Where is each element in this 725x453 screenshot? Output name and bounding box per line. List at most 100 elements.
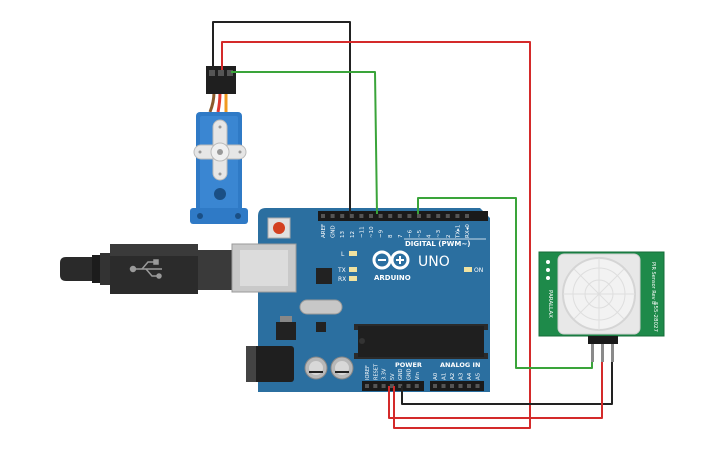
pin-label: GND (407, 368, 413, 380)
power-jack (246, 346, 294, 382)
usb-symbol-icon (129, 259, 162, 279)
pir-right-bottom: 555-28027 (652, 302, 658, 332)
analog-header (430, 381, 484, 391)
digital-pin-7[interactable] (388, 214, 393, 218)
pir-sensor[interactable]: PARALLAX PIR Sensor Rev B 555-28027 (538, 251, 665, 362)
pin-label: ~9 (379, 229, 385, 238)
crystal (299, 299, 343, 315)
power-pin-0[interactable] (365, 384, 369, 388)
digital-pin-15[interactable] (465, 214, 469, 218)
pin-label: 7 (398, 234, 404, 238)
servo-ground-wire[interactable] (212, 21, 351, 214)
brand-label: ARDUINO (374, 274, 411, 282)
digital-pin-4[interactable] (359, 214, 364, 218)
pin-label: AREF (321, 224, 327, 238)
pin-label: 8 (388, 234, 394, 238)
analog-label: ANALOG IN (440, 361, 480, 369)
digital-pin-1[interactable] (330, 214, 335, 218)
digital-pin-2[interactable] (340, 214, 345, 218)
led-rx-label: RX (338, 276, 346, 283)
digital-pin-14[interactable] (455, 214, 460, 218)
servo-motor[interactable] (190, 66, 248, 224)
pir-power-wire[interactable] (388, 362, 603, 419)
power-header-holes (365, 384, 419, 388)
digital-header (318, 211, 488, 221)
digital-pin-6[interactable] (378, 214, 383, 218)
pin-label: 13 (340, 231, 346, 238)
pin-label: IOREF (365, 365, 371, 380)
capacitor-2 (330, 356, 354, 380)
pin-label: A1 (442, 373, 448, 380)
regulator (276, 322, 296, 340)
pin-label: GND (398, 368, 404, 380)
servo-leads (208, 91, 228, 113)
pin-label: TX▸1 (455, 225, 461, 239)
digital-pin-9[interactable] (407, 214, 412, 218)
analog-pin-1[interactable] (441, 384, 446, 388)
pin-label: RX◂0 (465, 224, 471, 238)
led-on-label: ON (474, 267, 483, 274)
atmega-chip (354, 324, 488, 359)
pin-label: 2 (446, 235, 452, 239)
analog-pin-5[interactable] (475, 384, 480, 388)
power-pin-2[interactable] (381, 384, 386, 388)
analog-pin-2[interactable] (450, 384, 454, 388)
pin-label: A0 (433, 372, 439, 380)
arduino-logo-icon (372, 250, 410, 270)
pin-label: A3 (459, 372, 465, 380)
model-label: UNO (418, 254, 450, 270)
pir-pins (588, 336, 618, 362)
power-pin-3[interactable] (389, 384, 394, 388)
power-pin-6[interactable] (414, 384, 419, 388)
pir-left-text: PARALLAX (547, 290, 553, 318)
digital-pin-10[interactable] (417, 214, 421, 218)
pin-label: ~5 (417, 229, 423, 238)
digital-pin-12[interactable] (436, 214, 441, 218)
usb-chip (316, 268, 332, 284)
analog-pin-3[interactable] (458, 384, 463, 388)
pin-label: A5 (476, 372, 482, 380)
power-label: POWER (395, 361, 422, 369)
power-pin-1[interactable] (373, 384, 378, 388)
pin-label: A4 (467, 372, 473, 380)
digital-pin-11[interactable] (426, 214, 431, 218)
pin-label: RESET (373, 363, 379, 380)
pir-right-top: PIR Sensor Rev B (650, 262, 656, 305)
digital-pin-8[interactable] (397, 214, 402, 218)
wires (212, 21, 613, 429)
digital-pin-0[interactable] (321, 214, 325, 218)
analog-pin-4[interactable] (467, 384, 471, 388)
pin-label: ~10 (369, 226, 375, 238)
pin-label: ~3 (436, 229, 442, 238)
pin-label: 12 (350, 231, 356, 238)
servo-power-wire[interactable] (221, 41, 531, 429)
digital-header-holes (321, 214, 469, 218)
pin-label: 5V (390, 373, 396, 380)
power-pin-5[interactable] (406, 384, 411, 388)
analog-header-holes (433, 384, 480, 388)
led-tx-label: TX (337, 267, 346, 274)
pin-label: ~6 (407, 229, 413, 238)
servo-horn[interactable] (193, 119, 247, 181)
pin-label: GND (331, 225, 337, 238)
pir-signal-wire[interactable] (417, 197, 593, 369)
digital-pin-13[interactable] (445, 214, 450, 218)
digital-label: DIGITAL (PWM~) (405, 240, 470, 248)
analog-pin-0[interactable] (433, 384, 437, 388)
led-l-label: L (341, 251, 345, 258)
pir-ground-wire[interactable] (401, 362, 613, 405)
power-pin-4[interactable] (398, 384, 403, 388)
pin-label: A2 (450, 373, 456, 380)
capacitor-1 (304, 356, 328, 380)
digital-pin-5[interactable] (369, 214, 373, 218)
servo-signal-wire[interactable] (231, 71, 378, 215)
pin-label: ~11 (359, 226, 365, 238)
digital-pin-3[interactable] (349, 214, 354, 218)
pin-label: 4 (427, 234, 433, 238)
pin-label: 3.3V (382, 368, 388, 380)
